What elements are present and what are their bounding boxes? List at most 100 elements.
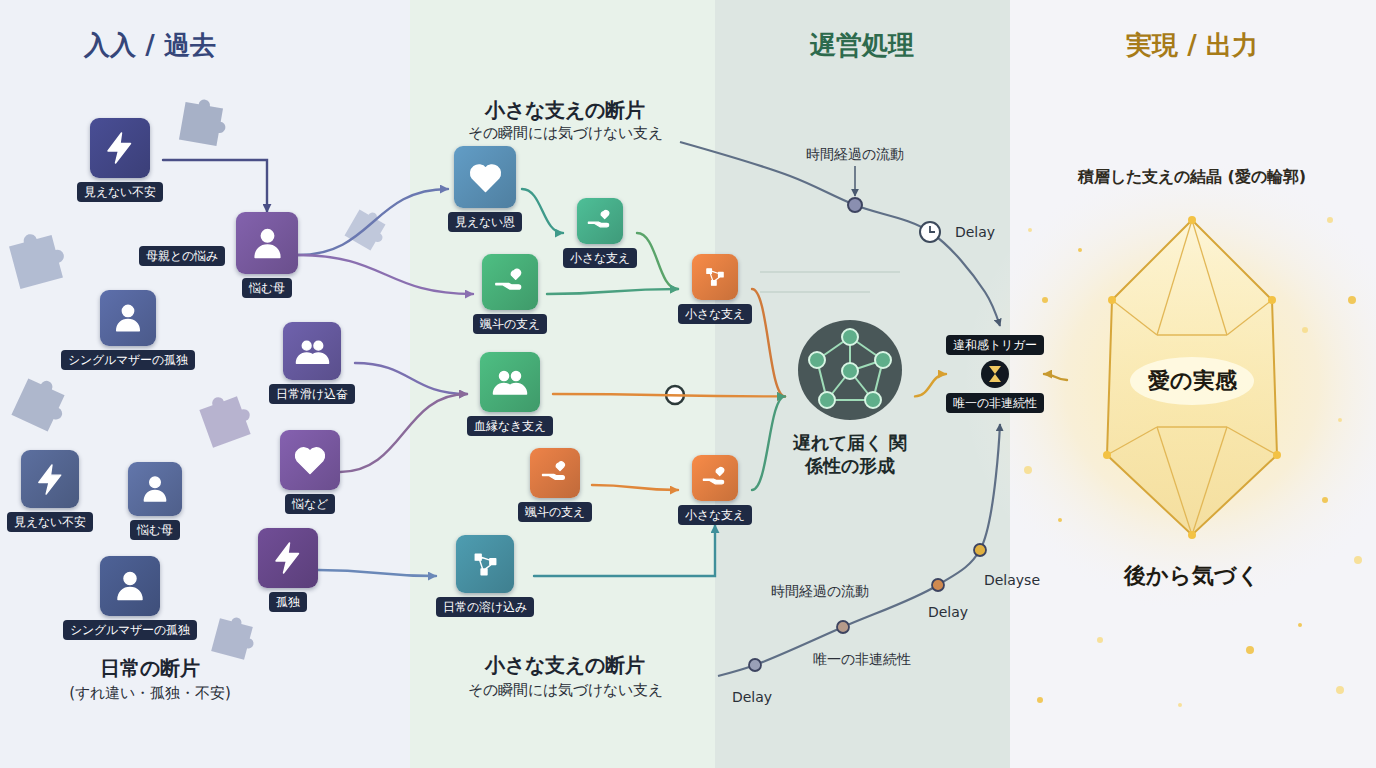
glyph xyxy=(108,133,131,163)
glyph xyxy=(118,573,142,600)
network-dot xyxy=(842,363,858,379)
annotation-text: その瞬間には気づけない支え xyxy=(468,124,663,143)
sparkle xyxy=(1097,637,1103,643)
trigger-label: 唯一の非連続性 xyxy=(946,393,1044,413)
column-heading: 実現 / 出力 xyxy=(1126,28,1258,63)
annotation-text: (すれ違い・孤独・不安) xyxy=(69,684,231,703)
crystal-facet xyxy=(1107,427,1157,455)
icon-glyph xyxy=(540,458,570,488)
time-dot xyxy=(837,621,849,633)
network-dot xyxy=(819,392,835,408)
annotation-text: 小さな支えの断片 xyxy=(485,652,645,679)
time-dot xyxy=(749,659,761,671)
icon-tile xyxy=(100,556,160,616)
node-label: 小さな支え xyxy=(678,304,752,324)
crystal-node: 積層した支えの結晶 (愛の輪郭)愛の実感後から気づく xyxy=(1067,165,1317,595)
icon-glyph xyxy=(270,540,306,576)
glyph xyxy=(470,165,500,191)
flow-connector xyxy=(553,394,785,396)
icon-node: 見えない不安 xyxy=(7,450,93,532)
time-dot xyxy=(848,198,862,212)
icon-node: 見えない恩 xyxy=(448,146,522,232)
node-label: 日常滑け込奋 xyxy=(269,384,355,404)
annotation-text: 時間経過の流動 xyxy=(806,146,904,164)
circuit-line xyxy=(760,271,900,272)
glyph xyxy=(144,477,165,501)
icon-glyph xyxy=(295,334,330,369)
sparkle xyxy=(1037,697,1043,703)
circuit-line xyxy=(760,291,870,292)
puzzle-piece xyxy=(197,389,256,448)
icon-node: シングルマザーの孤独 xyxy=(63,556,197,640)
node-label: 見えない不安 xyxy=(77,182,163,202)
column-band xyxy=(0,0,410,768)
node-label: 悩む母 xyxy=(130,520,180,540)
icon-node: 小さな支え xyxy=(678,455,752,525)
sparkle xyxy=(1178,703,1182,707)
icon-node: 颯斗の支え xyxy=(473,254,547,334)
crystal-vertex xyxy=(1103,451,1111,459)
icon-glyph xyxy=(102,130,138,166)
clock-hands xyxy=(930,226,935,232)
crystal-facet xyxy=(1157,220,1192,335)
node-label: シングルマザーの孤独 xyxy=(61,350,195,370)
trigger-node: 違和感トリガー唯一の非連続性 xyxy=(946,335,1044,413)
icon-node: シングルマザーの孤独 xyxy=(61,290,195,370)
icon-tile xyxy=(100,290,156,346)
flow-connector xyxy=(163,160,267,212)
crystal-facet xyxy=(1227,427,1277,455)
puzzle-piece xyxy=(211,613,259,661)
glyph xyxy=(296,448,325,474)
icon-glyph xyxy=(493,265,527,299)
crystal-facet xyxy=(1157,427,1192,535)
flow-connector xyxy=(298,189,448,255)
glyph xyxy=(494,372,527,395)
icon-tile xyxy=(480,352,540,412)
network-dot xyxy=(842,329,858,345)
time-dot xyxy=(932,579,944,591)
flow-connector xyxy=(547,289,678,294)
icon-glyph xyxy=(586,207,614,235)
annotation-text: Delayse xyxy=(984,572,1040,588)
icon-node: 見えない不安 xyxy=(77,118,163,202)
icon-tile xyxy=(482,254,538,310)
node-label: 血縁なき支え xyxy=(467,416,553,436)
crystal-facet xyxy=(1112,300,1157,335)
annotation-text: 小さな支えの断片 xyxy=(485,97,645,124)
icon-tile xyxy=(454,146,516,208)
puzzle-piece xyxy=(7,227,69,289)
crystal-caption-label: 後から気づく xyxy=(1067,561,1317,591)
sparkle xyxy=(1338,418,1342,422)
clock-icon xyxy=(920,222,940,242)
flow-connector xyxy=(522,189,563,233)
flow-connector xyxy=(340,394,467,472)
icon-tile xyxy=(283,322,341,380)
glyph xyxy=(707,269,723,285)
network-dot xyxy=(809,352,825,368)
icon-tile xyxy=(280,430,340,490)
flow-connector xyxy=(752,396,785,490)
icon-glyph xyxy=(701,263,729,291)
glyph xyxy=(255,229,280,257)
glyph xyxy=(475,554,495,574)
puzzle-piece xyxy=(11,373,72,434)
icon-tile xyxy=(456,535,514,593)
clock-face xyxy=(920,222,940,242)
sparkle xyxy=(1302,327,1308,333)
icon-node: 颯斗の支え xyxy=(518,448,592,522)
flow-connector xyxy=(592,485,678,490)
node-label: 颯斗の支え xyxy=(473,314,547,334)
icon-glyph xyxy=(468,547,503,582)
icon-glyph xyxy=(111,301,145,335)
trigger-label: 違和感トリガー xyxy=(946,335,1044,355)
crystal-vertex xyxy=(1268,296,1276,304)
glyph xyxy=(276,543,299,573)
network-dot xyxy=(865,392,881,408)
node-label: 孤独 xyxy=(269,592,307,612)
hourglass-disc xyxy=(981,360,1009,388)
annotation-text: Delay xyxy=(732,689,772,705)
icon-tile xyxy=(530,448,580,498)
crystal-facet xyxy=(1157,334,1227,335)
time-flow-line xyxy=(718,424,1000,676)
crystal-facet xyxy=(1157,426,1227,427)
